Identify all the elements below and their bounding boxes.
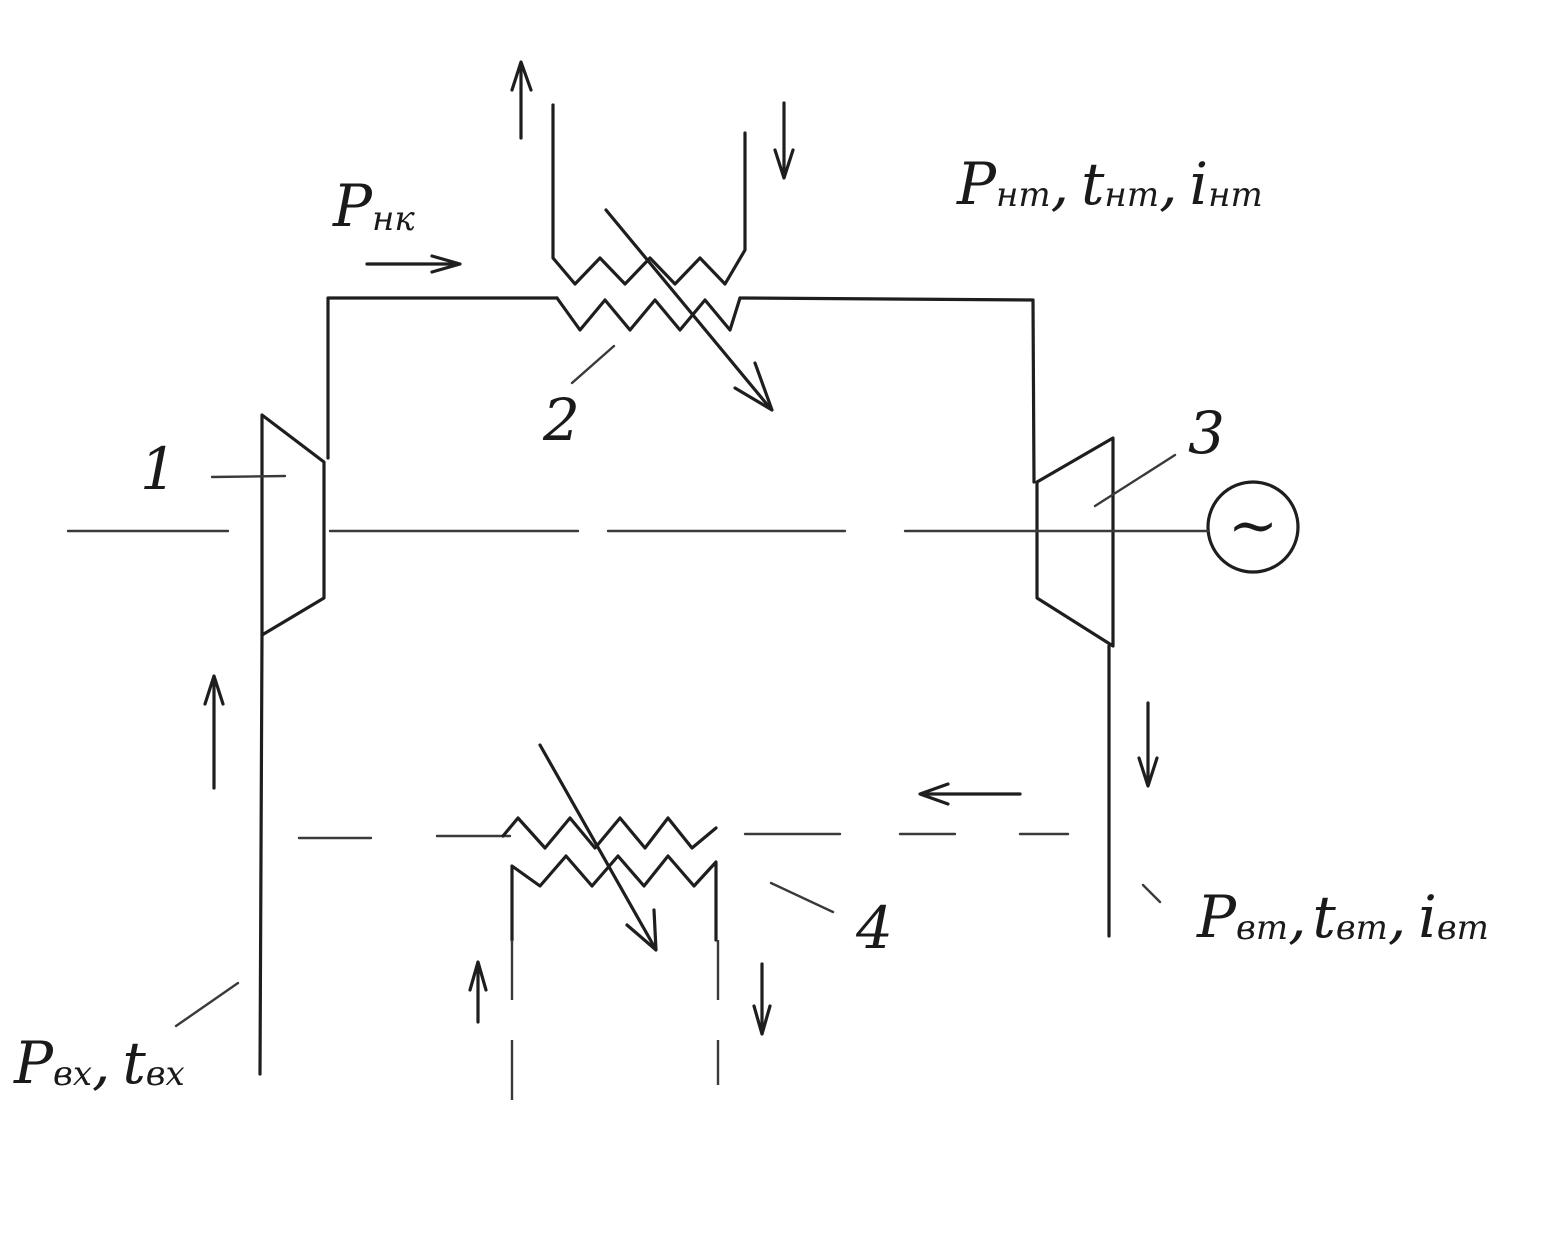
heater-heat-arrow — [604, 208, 772, 410]
label-4: 4 — [855, 894, 893, 962]
compressor-body — [260, 413, 326, 637]
label-p-nk: Pнк — [332, 172, 415, 240]
leader-line-2 — [570, 344, 616, 385]
label-p-nt: Pнт,tнт,iнт — [956, 150, 1263, 218]
leader-line-4 — [769, 881, 835, 914]
heater — [551, 103, 774, 412]
flow-arrow-compressor-in — [203, 674, 225, 790]
low-pressure-dashed-line — [297, 832, 1070, 840]
heater-flow-arrows — [510, 60, 795, 180]
cooler — [501, 743, 718, 952]
turbine-body — [1035, 436, 1115, 648]
cooler-flow-arrows — [468, 960, 772, 1036]
compressor-inlet-pipe — [258, 633, 264, 1076]
leader-line-vx — [174, 981, 240, 1028]
label-p-vt: Pвт,tвт,iвт — [1196, 883, 1489, 951]
turbine — [1035, 436, 1115, 648]
leader-line-vt — [1141, 883, 1162, 904]
label-1: 1 — [140, 435, 177, 503]
flow-arrow-return — [918, 782, 1022, 806]
leader-line-3 — [1093, 453, 1177, 508]
label-3: 3 — [1188, 399, 1225, 467]
flow-arrow-turbine-out — [1137, 701, 1159, 788]
cooler-coil-lower — [510, 854, 718, 942]
leader-line-1 — [210, 474, 287, 479]
generator-icon — [1206, 480, 1300, 574]
high-pressure-pipe — [326, 296, 1036, 484]
cooler-coil-upper — [501, 816, 718, 850]
cooler-heat-arrow — [538, 743, 657, 950]
flow-arrow-nk — [365, 254, 462, 274]
label-2: 2 — [542, 386, 580, 454]
cooler-water-lines — [510, 940, 720, 1100]
compressor — [260, 413, 326, 637]
heater-coil-upper — [551, 103, 747, 286]
heater-coil-lower — [555, 296, 742, 332]
generator-symbol: ~ — [1228, 491, 1278, 561]
label-p-vx: Pвх,tвх — [13, 1029, 185, 1097]
